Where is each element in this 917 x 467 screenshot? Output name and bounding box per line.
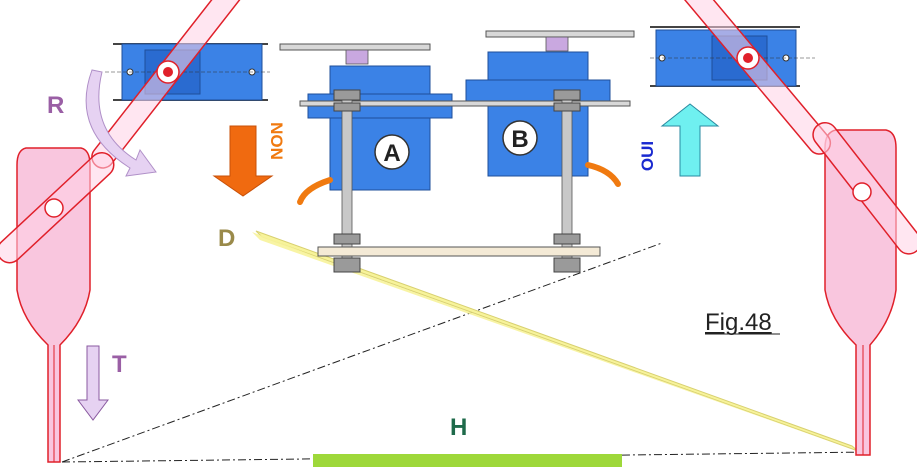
label-oui: OUI xyxy=(638,141,657,171)
label-B-circle xyxy=(502,120,538,156)
arrow-oui xyxy=(660,103,720,177)
arrow-non xyxy=(212,125,274,197)
threaded-rod-right xyxy=(553,89,581,273)
leg-arm-right xyxy=(812,121,917,255)
label-R: R xyxy=(47,92,64,119)
servo-B xyxy=(465,51,611,177)
figure-caption: Fig.48 xyxy=(705,309,772,336)
top-plate-right xyxy=(485,30,635,38)
label-H: H xyxy=(450,414,467,441)
label-A-circle xyxy=(374,134,410,170)
label-D: D xyxy=(218,225,235,252)
leg-arm-left xyxy=(0,152,115,264)
threaded-rod-left xyxy=(333,89,361,273)
label-B: B xyxy=(511,126,528,153)
label-A: A xyxy=(383,140,400,167)
label-non: NON xyxy=(267,122,286,160)
reference-line-left xyxy=(61,242,663,463)
arrow-R xyxy=(85,69,157,177)
wire-B xyxy=(585,162,621,187)
arrow-T xyxy=(77,345,109,421)
label-T: T xyxy=(112,351,127,378)
wire-A xyxy=(297,177,333,205)
base-bar-H xyxy=(313,454,622,467)
top-plate-left xyxy=(279,43,431,51)
servo-A xyxy=(307,65,453,191)
mounting-plate xyxy=(299,100,631,107)
lower-crossbar xyxy=(317,246,601,257)
